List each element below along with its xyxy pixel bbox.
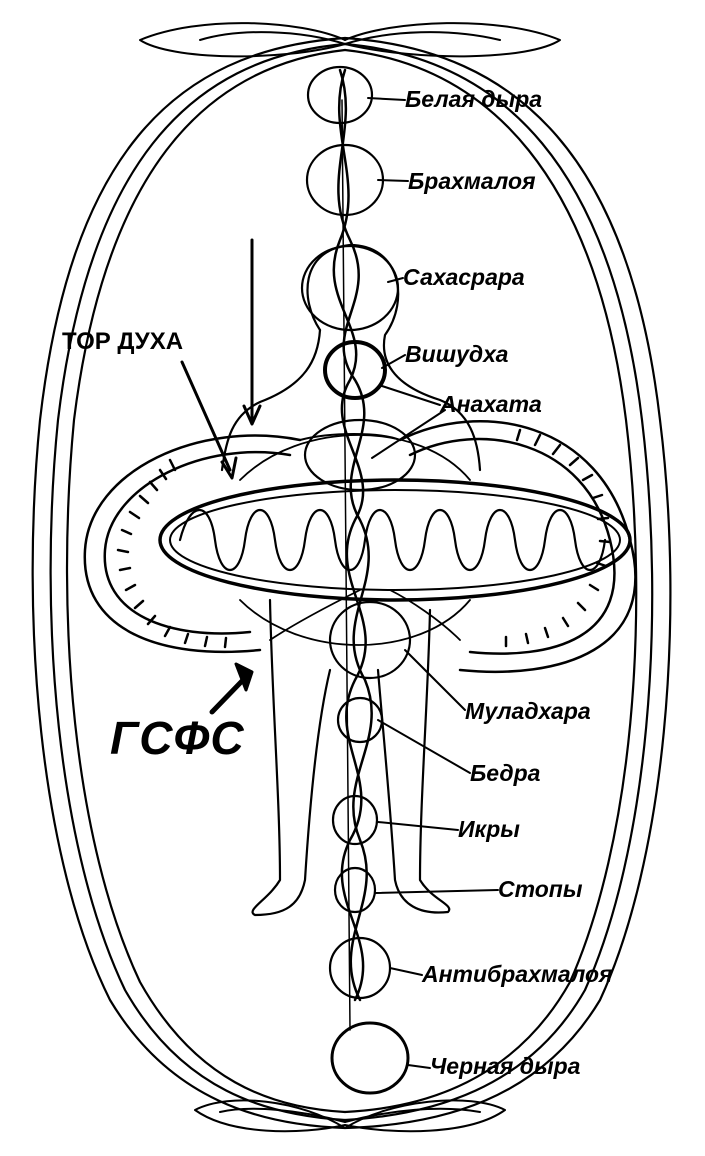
label-antibrahmaloya: Антибрахмалоя	[422, 963, 613, 986]
label-vishuddha: Вишудха	[405, 343, 508, 366]
label-stopy: Стопы	[498, 878, 583, 901]
label-gsfs: ГСФС	[110, 715, 245, 761]
flow-arrows	[182, 240, 260, 712]
label-anahata: Анахата	[440, 393, 542, 416]
label-brahmaloya: Брахмалоя	[408, 170, 536, 193]
label-ikry: Икры	[458, 818, 520, 841]
label-black-hole: Черная дыра	[430, 1055, 580, 1078]
label-white-hole: Белая дыра	[405, 88, 542, 111]
bottom-knot	[195, 1100, 505, 1131]
label-muladhara: Муладхара	[465, 700, 591, 723]
label-bedra: Бедра	[470, 762, 540, 785]
spiral-torus	[160, 480, 630, 600]
label-tor-duha: ТОР ДУХА	[62, 330, 183, 354]
label-sahasrara: Сахасрара	[403, 266, 525, 289]
side-rings	[85, 421, 636, 672]
label-pointers	[368, 98, 498, 1068]
